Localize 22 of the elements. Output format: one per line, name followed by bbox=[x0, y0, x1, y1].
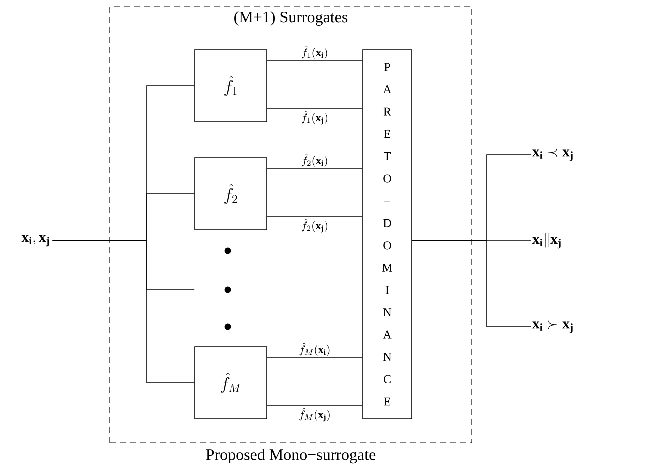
node-label: Proposed Mono−surrogate bbox=[206, 449, 376, 464]
edge-label: $\hat{f}_1(\mathbf{x_i})$ bbox=[302, 46, 328, 60]
input-label: $\mathbf{x_i}, \mathbf{x_j}$ bbox=[22, 235, 50, 247]
edge-label: $\hat{f}_1(\mathbf{x_j})$ bbox=[302, 110, 328, 125]
surrogate-box: $\hat{f}_2$ bbox=[194, 158, 268, 230]
surrogate-box: $\hat{f}_M$ bbox=[194, 346, 268, 420]
output-label: $\mathbf{x_i} \prec \mathbf{x_j}$ bbox=[532, 148, 573, 162]
connector-line bbox=[412, 240, 532, 328]
ellipsis-dots bbox=[224, 248, 232, 330]
edge-label: $\hat{f}_2(\mathbf{x_j})$ bbox=[302, 218, 328, 233]
output-label: $\mathbf{x_i} \succ \mathbf{x_j}$ bbox=[532, 320, 573, 334]
surrogate-box: $\hat{f}_1$ bbox=[194, 50, 268, 122]
output-label: $\mathbf{x_i} \| \mathbf{x_j}$ bbox=[532, 233, 561, 249]
connector-line bbox=[267, 168, 363, 170]
edge-label: $\hat{f}_M(\mathbf{x_i})$ bbox=[300, 342, 330, 356]
connector-line bbox=[267, 108, 363, 110]
connector-line bbox=[52, 240, 195, 384]
pareto-dominance-box: P A R E T O – D O M I N A N C E bbox=[362, 50, 412, 420]
connector-line bbox=[267, 60, 363, 62]
edge-label: $\hat{f}_2(\mathbf{x_i})$ bbox=[302, 154, 328, 168]
connector-line bbox=[267, 216, 363, 218]
edge-label: $\hat{f}_M(\mathbf{x_j})$ bbox=[300, 408, 330, 422]
